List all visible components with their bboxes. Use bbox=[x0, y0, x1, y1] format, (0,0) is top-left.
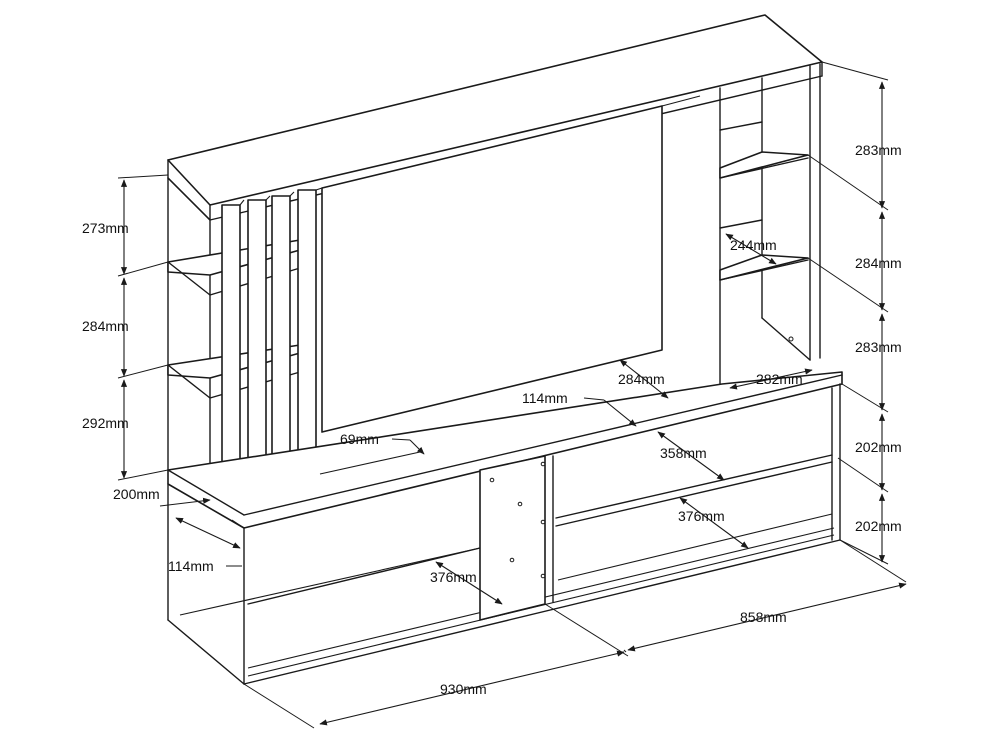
label-right-middle-shelf-height: 284mm bbox=[855, 255, 902, 271]
label-left-top-shelf-height: 273mm bbox=[82, 220, 129, 236]
label-right-inner-shelf-depth: 244mm bbox=[730, 237, 777, 253]
dimension-labels: 283mm 284mm 283mm 202mm 202mm 244mm 273m… bbox=[82, 142, 902, 697]
label-top-right-shelf-height: 283mm bbox=[855, 142, 902, 158]
label-slat-gap: 69mm bbox=[340, 431, 379, 447]
label-left-cabinet-width: 376mm bbox=[430, 569, 477, 585]
label-right-lower-shelf-height: 283mm bbox=[855, 339, 902, 355]
label-front-depth-left: 114mm bbox=[168, 558, 214, 574]
hutch-back-panel bbox=[321, 105, 663, 433]
vertical-slats bbox=[221, 187, 323, 501]
label-left-lower-shelf-height: 292mm bbox=[82, 415, 129, 431]
label-center-opening-width: 284mm bbox=[618, 371, 665, 387]
dimension-lines bbox=[117, 61, 907, 729]
label-left-side-depth: 200mm bbox=[113, 486, 160, 502]
label-base-depth-right: 858mm bbox=[740, 609, 787, 625]
label-left-middle-shelf-height: 284mm bbox=[82, 318, 129, 334]
furniture-outline bbox=[167, 14, 843, 685]
label-base-upper-height: 202mm bbox=[855, 439, 902, 455]
label-right-cabinet-lower-width: 376mm bbox=[678, 508, 725, 524]
label-base-lower-height: 202mm bbox=[855, 518, 902, 534]
label-base-total-width: 930mm bbox=[440, 681, 487, 697]
label-right-column-width: 282mm bbox=[756, 371, 803, 387]
label-right-cabinet-upper-width: 358mm bbox=[660, 445, 707, 461]
label-center-depth: 114mm bbox=[522, 390, 568, 406]
right-hutch-column bbox=[719, 63, 821, 385]
